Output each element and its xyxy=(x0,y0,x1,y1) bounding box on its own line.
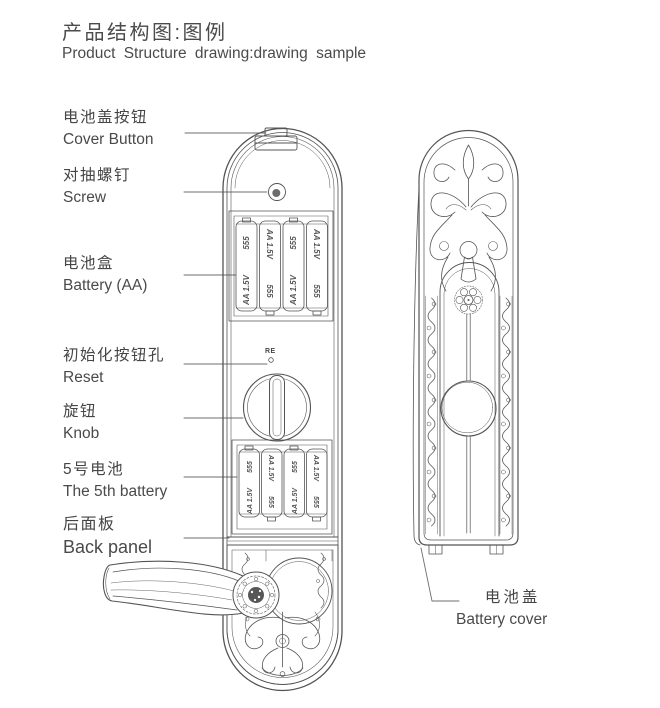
lock-back-view: 555 AA 1.5V AA 1.5V 555 555 AA 1.5V xyxy=(102,127,343,692)
callout-knob-zh: 旋钮 xyxy=(63,403,98,420)
lock-body-outline xyxy=(222,127,343,692)
battery-cell: 555 AA 1.5V xyxy=(238,445,260,518)
callout-battery-cover-en: Battery cover xyxy=(456,611,548,628)
callout-reset: 初始化按钮孔 Reset xyxy=(63,344,165,389)
battery-box-upper: 555 AA 1.5V AA 1.5V 555 555 AA 1.5V xyxy=(228,210,334,322)
callout-battery-5-en: The 5th battery xyxy=(63,483,168,500)
battery-voltage-text: AA 1.5V xyxy=(289,274,298,306)
battery-voltage-text: AA 1.5V xyxy=(247,487,254,516)
battery-brand-text: 555 xyxy=(265,284,274,298)
medallion-ornament xyxy=(454,285,483,315)
battery-brand-text: 555 xyxy=(292,461,299,473)
battery-cell: AA 1.5V 555 xyxy=(259,220,281,316)
battery-voltage-text: AA 1.5V xyxy=(292,487,299,516)
callout-back-panel: 后面板 Back panel xyxy=(63,513,152,558)
callout-cover-button: 电池盖按钮 Cover Button xyxy=(63,106,153,151)
callout-back-panel-en: Back panel xyxy=(63,537,153,557)
battery-brand-text: 555 xyxy=(312,496,319,508)
page-title-en: Product Structure drawing:drawing sample xyxy=(62,45,367,62)
leader-battery-cover xyxy=(420,547,460,602)
callout-battery-box: 电池盒 Battery (AA) xyxy=(63,252,147,297)
callout-screw-zh: 对抽螺钉 xyxy=(63,167,132,184)
callout-back-panel-zh: 后面板 xyxy=(63,516,116,533)
handle-rosette xyxy=(232,571,280,619)
reset-hole-part: RE xyxy=(265,348,276,363)
callout-knob-en: Knob xyxy=(63,425,100,442)
knob-part xyxy=(242,373,312,442)
battery-cell: 555 AA 1.5V xyxy=(235,217,258,312)
callout-battery-box-zh: 电池盒 xyxy=(63,255,115,272)
callout-battery-cover: 电池盖 Battery cover xyxy=(456,586,547,631)
cover-feet xyxy=(428,544,504,555)
battery-voltage-text: AA 1.5V xyxy=(265,228,274,260)
battery-cell: 555 AA 1.5V xyxy=(282,217,305,312)
callout-cover-button-zh: 电池盖按钮 xyxy=(63,109,149,126)
callout-screw: 对抽螺钉 Screw xyxy=(63,164,131,209)
callout-knob: 旋钮 Knob xyxy=(63,400,99,445)
callout-reset-zh: 初始化按钮孔 xyxy=(63,347,166,364)
callout-cover-button-en: Cover Button xyxy=(63,131,154,148)
crest-ornament xyxy=(429,144,508,292)
callout-screw-en: Screw xyxy=(63,189,107,206)
callout-battery-cover-zh: 电池盖 xyxy=(484,589,541,606)
callout-battery-5: 5号电池 The 5th battery xyxy=(63,458,167,503)
battery-voltage-text: AA 1.5V xyxy=(242,274,251,306)
battery-voltage-text: AA 1.5V xyxy=(267,454,274,483)
battery-brand-text: 555 xyxy=(247,461,254,473)
battery-cover-outline xyxy=(418,129,519,546)
battery-cell: AA 1.5V 555 xyxy=(306,220,328,316)
battery-voltage-text: AA 1.5V xyxy=(312,228,321,260)
cover-button-part xyxy=(254,127,298,151)
inner-arch xyxy=(439,262,500,537)
battery-brand-text: 555 xyxy=(289,236,298,250)
battery-box-lower: 555 AA 1.5V AA 1.5V 555 555 AA 1.5V xyxy=(231,439,333,535)
scrollwork-ornament xyxy=(244,611,321,677)
knob-hole-circle xyxy=(440,380,497,437)
battery-brand-text: 555 xyxy=(267,496,274,508)
battery-voltage-text: AA 1.5V xyxy=(312,454,319,483)
battery-cell: AA 1.5V 555 xyxy=(261,448,283,522)
screw-part xyxy=(268,183,286,201)
callout-battery-5-zh: 5号电池 xyxy=(63,461,125,478)
battery-brand-text: 555 xyxy=(312,284,321,298)
side-bands xyxy=(425,295,513,535)
callout-battery-box-en: Battery (AA) xyxy=(63,277,148,294)
leader-lines xyxy=(183,132,460,602)
callout-reset-en: Reset xyxy=(63,369,104,386)
battery-cover-view xyxy=(412,129,519,555)
battery-brand-text: 555 xyxy=(242,236,251,250)
battery-cell: 555 AA 1.5V xyxy=(283,445,305,518)
reset-marking-text: RE xyxy=(265,348,276,355)
battery-cell: AA 1.5V 555 xyxy=(306,448,328,522)
handle-lever xyxy=(102,560,255,616)
page-title-zh: 产品结构图:图例 xyxy=(62,22,228,44)
